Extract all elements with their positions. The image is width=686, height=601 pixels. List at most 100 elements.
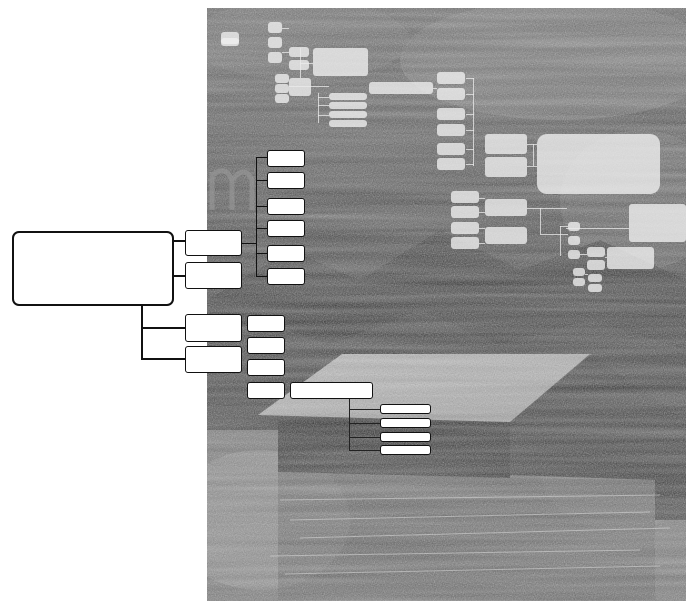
ghost-box xyxy=(329,111,367,118)
ghost-box xyxy=(485,227,527,244)
ghost-box xyxy=(573,278,585,286)
ghost-box xyxy=(568,250,580,259)
level1-box-3 xyxy=(185,314,242,342)
ghost-box xyxy=(537,134,660,194)
lower-wide-box xyxy=(290,382,373,399)
ghost-box xyxy=(451,237,479,249)
connector xyxy=(174,240,186,242)
ghost-connector xyxy=(318,105,329,106)
ghost-box xyxy=(588,274,602,282)
ghost-connector xyxy=(466,130,474,131)
ghost-box xyxy=(451,206,479,218)
ghost-box xyxy=(275,74,289,83)
ghost-connector xyxy=(560,226,568,227)
house-branch-box-2 xyxy=(380,418,431,428)
ghost-box xyxy=(437,88,465,100)
ghost-box xyxy=(568,222,580,231)
ghost-box xyxy=(329,102,367,109)
connector xyxy=(256,157,267,158)
connector xyxy=(349,399,350,451)
house-branch-box-1 xyxy=(380,404,431,414)
ghost-connector xyxy=(466,94,474,95)
ghost-box xyxy=(221,38,239,46)
column-box-2 xyxy=(267,172,305,189)
connector xyxy=(141,306,143,360)
ghost-connector xyxy=(289,86,329,87)
ghost-connector xyxy=(318,93,319,123)
ghost-connector xyxy=(560,226,561,256)
connector xyxy=(256,206,267,207)
ghost-box xyxy=(451,191,479,203)
ghost-connector xyxy=(300,63,313,64)
connector xyxy=(349,409,380,410)
ghost-connector xyxy=(605,257,607,258)
ghost-connector xyxy=(466,149,474,150)
lower-box-4 xyxy=(247,382,285,399)
ghost-box xyxy=(573,268,585,276)
ghost-box xyxy=(275,94,289,103)
ghost-connector xyxy=(479,243,485,244)
connector xyxy=(242,243,256,244)
connector xyxy=(256,253,267,254)
ghost-connector xyxy=(540,208,541,234)
connector xyxy=(349,423,380,424)
house-branch-box-3 xyxy=(380,432,431,442)
level1-box-1 xyxy=(185,230,242,256)
ghost-box xyxy=(289,47,309,57)
house-branch-box-4 xyxy=(380,445,431,455)
lower-box-3 xyxy=(247,359,285,376)
connector xyxy=(256,157,257,277)
ghost-connector xyxy=(527,166,537,167)
ghost-box xyxy=(485,157,527,177)
connector xyxy=(256,228,267,229)
ghost-connector xyxy=(479,212,485,213)
connector xyxy=(174,275,186,277)
connector xyxy=(141,327,186,329)
ghost-box xyxy=(437,108,465,120)
ghost-box xyxy=(268,37,282,48)
ghost-box xyxy=(437,158,465,170)
ghost-box xyxy=(607,247,654,269)
ghost-box xyxy=(485,199,527,216)
ghost-box xyxy=(587,247,605,257)
ghost-connector xyxy=(466,114,474,115)
ghost-box xyxy=(629,204,686,242)
ghost-connector xyxy=(533,144,534,166)
ghost-box xyxy=(289,60,309,70)
ghost-connector xyxy=(566,228,629,229)
column-box-1 xyxy=(267,150,305,167)
level1-box-4 xyxy=(185,346,242,373)
ghost-connector xyxy=(479,228,485,229)
ghost-box xyxy=(437,72,465,84)
ghost-box xyxy=(437,143,465,155)
column-box-5 xyxy=(267,245,305,262)
ghost-connector xyxy=(282,28,289,29)
level1-box-2 xyxy=(185,262,242,289)
ghost-box xyxy=(437,124,465,136)
ghost-box xyxy=(588,284,602,292)
column-box-6 xyxy=(267,268,305,285)
ghost-connector xyxy=(585,274,588,275)
diagram-root-box xyxy=(12,231,174,306)
ghost-box xyxy=(485,134,527,154)
ghost-connector xyxy=(466,78,474,79)
connector xyxy=(256,180,267,181)
connector xyxy=(349,437,380,438)
connector xyxy=(349,450,380,451)
ghost-connector xyxy=(318,97,329,98)
ghost-connector xyxy=(580,254,587,255)
ghost-box xyxy=(289,78,311,96)
ghost-connector xyxy=(433,88,437,89)
lower-box-2 xyxy=(247,337,285,354)
ghost-box xyxy=(275,84,289,93)
ghost-box xyxy=(369,82,433,94)
lower-box-1 xyxy=(247,315,285,332)
ghost-box xyxy=(329,93,367,100)
ghost-connector xyxy=(473,78,474,166)
ghost-connector xyxy=(318,115,329,116)
ghost-box xyxy=(587,260,605,270)
column-box-3 xyxy=(267,198,305,215)
ghost-connector xyxy=(479,198,485,199)
